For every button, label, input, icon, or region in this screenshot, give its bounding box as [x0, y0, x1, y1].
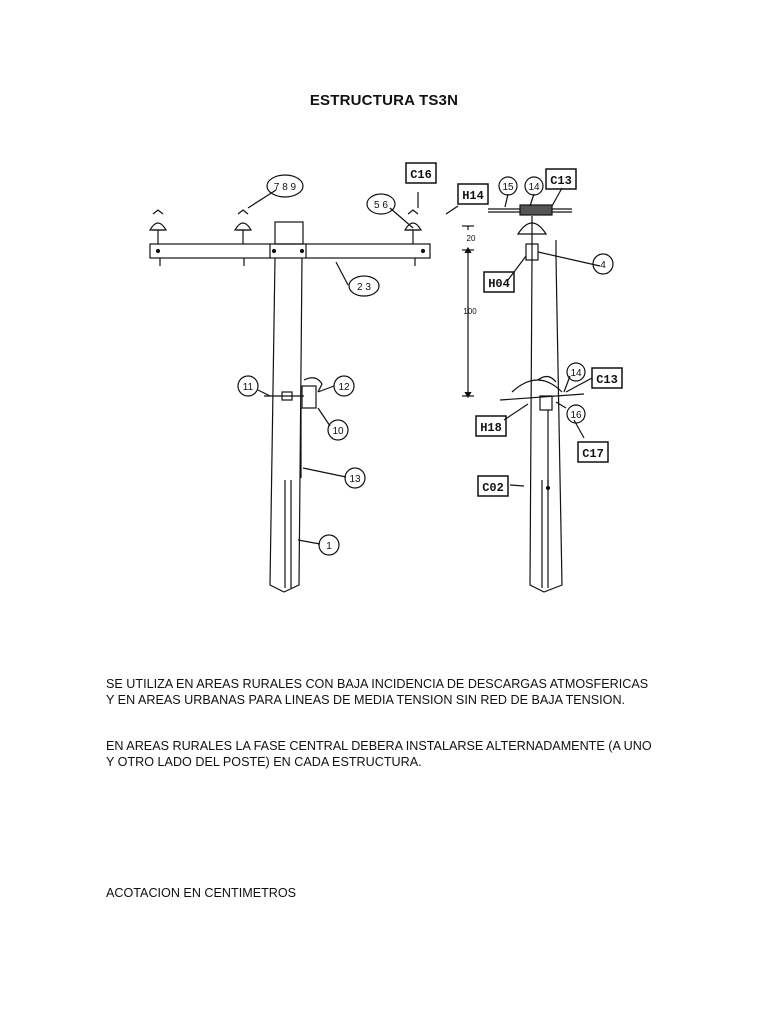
usage-line-1: SE UTILIZA EN AREAS RURALES CON BAJA INC…	[106, 677, 649, 691]
callout-10: 10	[332, 426, 344, 437]
code-h14: H14	[462, 189, 484, 203]
insulator-right	[403, 209, 423, 244]
callout-16: 16	[570, 410, 582, 421]
code-c02: C02	[482, 481, 504, 495]
callout-13: 13	[349, 474, 361, 485]
code-h04: H04	[488, 277, 510, 291]
callout-4: 4	[600, 260, 606, 271]
callout-circles	[237, 174, 614, 556]
units-note: ACOTACION EN CENTIMETROS	[106, 885, 686, 901]
callout-12: 12	[338, 382, 350, 393]
rural-line-2: Y OTRO LADO DEL POSTE) EN CADA ESTRUCTUR…	[106, 755, 422, 769]
side-view-pole	[417, 187, 601, 593]
callout-5-6: 5 6	[374, 200, 388, 211]
callout-7-8-9: 7 8 9	[274, 182, 297, 193]
code-c13-top: C13	[550, 174, 572, 188]
code-c17: C17	[582, 447, 604, 461]
usage-line-2: Y EN AREAS URBANAS PARA LINEAS DE MEDIA …	[106, 693, 626, 707]
dimension-20: 20	[467, 234, 476, 243]
code-c16: C16	[410, 168, 432, 182]
callout-14-top: 14	[528, 182, 540, 193]
units-note-line: ACOTACION EN CENTIMETROS	[106, 886, 297, 900]
callout-15: 15	[502, 182, 514, 193]
usage-paragraph: SE UTILIZA EN AREAS RURALES CON BAJA INC…	[106, 676, 686, 708]
rural-phase-paragraph: EN AREAS RURALES LA FASE CENTRAL DEBERA …	[106, 738, 686, 770]
rural-line-1: EN AREAS RURALES LA FASE CENTRAL DEBERA …	[106, 739, 652, 753]
code-h18: H18	[480, 421, 502, 435]
callout-1: 1	[326, 541, 332, 552]
callout-2-3: 2 3	[357, 282, 371, 293]
code-c13-lower: C13	[596, 373, 618, 387]
insulator-center	[233, 209, 253, 244]
code-boxes	[405, 162, 623, 497]
page-title: ESTRUCTURA TS3N	[309, 92, 459, 109]
callout-14-lower: 14	[570, 368, 582, 379]
dimension-100: 100	[463, 307, 477, 316]
callout-11: 11	[243, 382, 254, 393]
insulator-left	[148, 209, 168, 244]
front-view-pole	[148, 189, 431, 593]
